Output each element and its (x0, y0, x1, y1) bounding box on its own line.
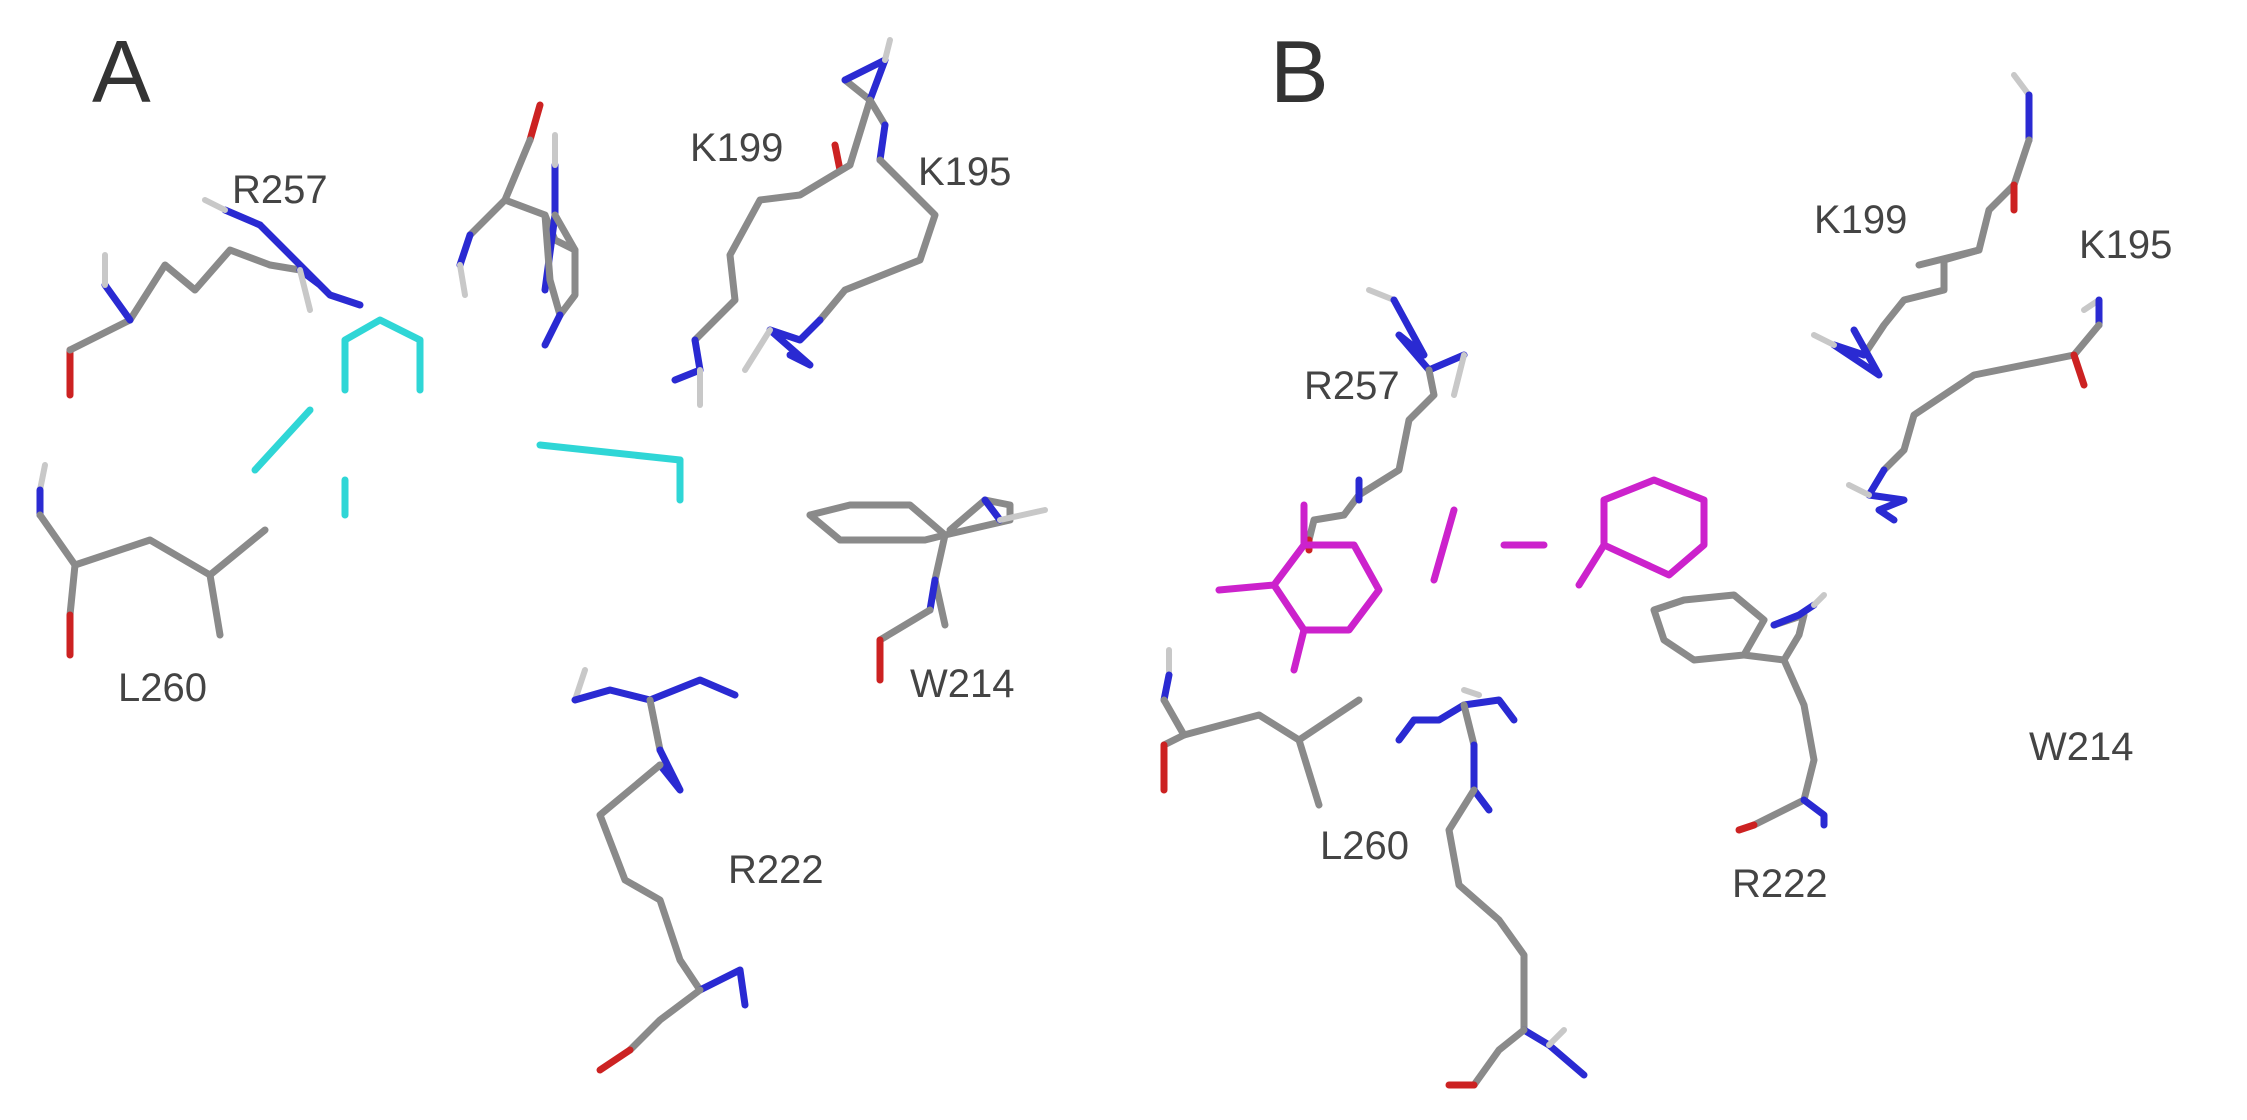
residue-r257-b (1305, 287, 1468, 554)
residue-r257-a (66, 197, 364, 399)
ligand-b-rings (1215, 476, 1708, 674)
residue-k195-b (1846, 296, 2103, 524)
panel-b-structure (1160, 72, 2103, 1089)
label-l260-b: L260 (1320, 824, 1409, 868)
panel-a: A R257 K199 K195 L260 W214 R222 (0, 0, 1123, 1120)
residue-k199-b (1811, 72, 2033, 379)
label-l260-a: L260 (118, 666, 207, 710)
residue-his-a (456, 101, 579, 349)
panel-a-structure (36, 37, 1048, 1074)
panel-b: B K199 K195 R257 W214 L260 R222 (1124, 0, 2247, 1120)
residue-w214-b (1650, 591, 1828, 834)
label-k199-b: K199 (1814, 198, 1908, 242)
residue-w214-a (806, 496, 1048, 684)
label-k195-a: K195 (918, 150, 1012, 194)
residue-r222-b (1395, 687, 1588, 1089)
label-k195-b: K195 (2079, 223, 2173, 267)
residue-r222-a (571, 667, 749, 1074)
residue-l260-a (36, 462, 269, 659)
residue-l260-b (1160, 647, 1363, 809)
label-w214-b: W214 (2029, 725, 2134, 769)
label-r257-b: R257 (1304, 364, 1400, 408)
label-w214-a: W214 (910, 662, 1015, 706)
label-r222-a: R222 (728, 848, 824, 892)
label-k199-a: K199 (690, 126, 784, 170)
panel-a-letter: A (92, 22, 151, 121)
label-r257-a: R257 (232, 168, 328, 212)
panel-b-letter: B (1270, 22, 1329, 121)
label-r222-b: R222 (1732, 862, 1828, 906)
ligand-a-full (251, 316, 684, 519)
residue-k199-k195-a (671, 37, 939, 408)
